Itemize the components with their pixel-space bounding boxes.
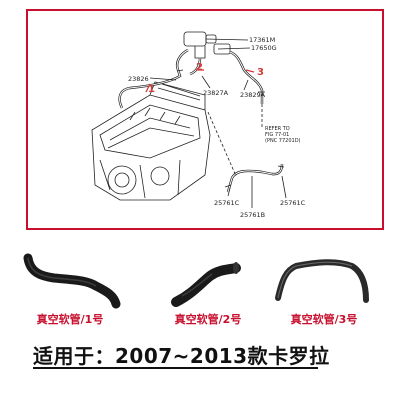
compatibility-footer: 适用于：2007~2013款卡罗拉 bbox=[33, 344, 330, 368]
callout-3: 3 bbox=[257, 67, 264, 78]
hose-1-caption: 真空软管/1号 bbox=[36, 313, 104, 326]
callout-1: 1 bbox=[148, 84, 155, 95]
hose-1-photo bbox=[23, 253, 121, 309]
part-label-23826: 23826 bbox=[128, 75, 149, 83]
refer-note-line2: FIG 77-01 bbox=[265, 132, 289, 138]
part-label-23829A: 23829A bbox=[240, 91, 266, 99]
part-label-25761C-right: 25761C bbox=[280, 199, 306, 207]
callout-2: 2 bbox=[196, 62, 203, 73]
hose-2-caption: 真空软管/2号 bbox=[174, 313, 242, 326]
hose-3-photo bbox=[275, 259, 369, 303]
refer-note-line3: (PNC 77201D) bbox=[265, 138, 301, 144]
part-label-17650G: 17650G bbox=[251, 44, 277, 52]
part-label-17361M: 17361M bbox=[249, 36, 275, 44]
hose-2-photo bbox=[171, 262, 241, 307]
part-label-25761C-left: 25761C bbox=[214, 199, 240, 207]
engine-diagram: 17361M 17650G 23826 23827A 23829A 25761C… bbox=[91, 31, 306, 219]
refer-note-line1: REFER TO bbox=[265, 126, 290, 132]
part-label-25761B: 25761B bbox=[240, 211, 265, 219]
footer-underline bbox=[33, 367, 318, 369]
part-label-23827A: 23827A bbox=[203, 89, 229, 97]
hose-3-caption: 真空软管/3号 bbox=[290, 313, 358, 326]
